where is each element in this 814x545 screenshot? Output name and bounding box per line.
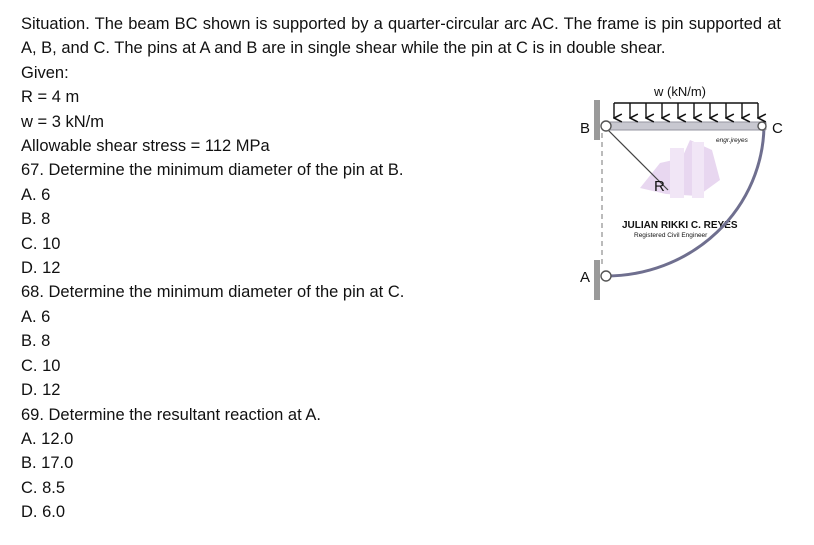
problem-text: Situation. The beam BC shown is supporte… — [21, 12, 781, 525]
label-a: A — [580, 269, 590, 286]
choice: A. 12.0 — [21, 429, 74, 448]
watermark-logo — [640, 140, 720, 198]
given-load: w = 3 kN/m — [21, 112, 104, 131]
question-69: 69. Determine the resultant reaction at … — [21, 405, 321, 424]
watermark-tag: engr.jreyes — [716, 137, 749, 144]
choice: B. 17.0 — [21, 454, 74, 473]
radius-line — [601, 123, 669, 191]
choice: D. 6.0 — [21, 503, 66, 522]
choice: C. 10 — [21, 356, 61, 375]
choice: B. 8 — [21, 332, 51, 351]
choice: A. 6 — [21, 307, 51, 326]
quarter-circular-arc — [605, 125, 766, 278]
given-allowable-stress: Allowable shear stress = 112 MPa — [21, 137, 270, 156]
left-wall — [594, 100, 600, 300]
choice: B. 8 — [21, 210, 51, 229]
choice: C. 10 — [21, 234, 61, 253]
load-label: w (kN/m) — [653, 84, 706, 99]
question-68: 68. Determine the minimum diameter of th… — [21, 283, 405, 302]
beam-bc — [601, 121, 767, 131]
pin-c — [757, 121, 767, 131]
choice: A. 6 — [21, 185, 51, 204]
choice: D. 12 — [21, 381, 61, 400]
pin-a — [600, 270, 612, 282]
watermark-subtitle: Registered Civil Engineer — [634, 232, 708, 239]
pin-b — [600, 120, 612, 132]
choice: C. 8.5 — [21, 478, 66, 497]
choice: D. 12 — [21, 259, 61, 278]
question-67: 67. Determine the minimum diameter of th… — [21, 161, 404, 180]
label-c: C — [772, 120, 783, 137]
label-b: B — [580, 120, 590, 137]
situation-text: Situation. The beam BC shown is supporte… — [21, 15, 781, 58]
distributed-load — [614, 102, 758, 118]
given-heading: Given: — [21, 63, 69, 82]
frame-diagram: JULIAN RIKKI C. REYES Registered Civil E… — [580, 84, 783, 300]
frame-figure: JULIAN RIKKI C. REYES Registered Civil E… — [570, 78, 810, 308]
watermark-name: JULIAN RIKKI C. REYES — [622, 220, 738, 231]
given-radius: R = 4 m — [21, 88, 80, 107]
label-r: R — [654, 178, 665, 195]
